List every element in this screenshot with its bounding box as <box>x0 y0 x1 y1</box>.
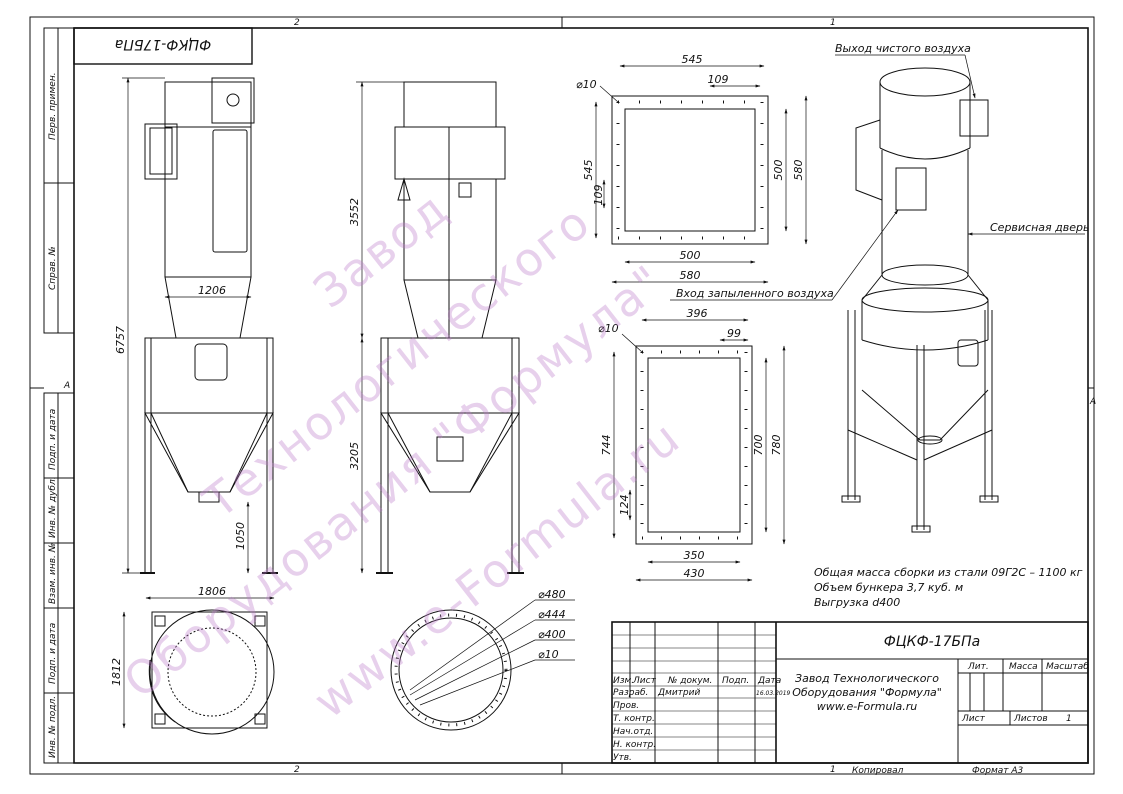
side-view <box>376 81 524 574</box>
watermark: Завод Технологического Оборудования "Фор… <box>114 181 691 729</box>
ring-flange <box>390 599 575 731</box>
tb-row-nach: Нач.отд. <box>613 727 653 737</box>
dim-total-height: 6757 <box>114 326 127 354</box>
tb-row-razrab: Разраб. <box>613 688 648 698</box>
flange-bottom-frame-w: 430 <box>684 567 705 580</box>
tb-listov: Листов <box>1013 714 1048 724</box>
tb-list: Лист <box>961 714 986 724</box>
flange-top-pitch: 109 <box>708 73 729 86</box>
iso-leaders <box>670 54 1085 301</box>
tb-company-2: Оборудования "Формула" <box>792 686 942 699</box>
flange-bottom-frame-h: 780 <box>770 435 783 456</box>
tb-col-list: Лист <box>632 676 657 686</box>
tb-listov-val: 1 <box>1066 714 1072 724</box>
flange-top-pitch-v: 109 <box>592 185 605 206</box>
side-label-7: Инв. № подл. <box>48 696 58 758</box>
callout-service-door: Сервисная дверь <box>990 221 1089 234</box>
side-label-1: Перв. примен. <box>48 72 58 140</box>
dim-plan-width: 1806 <box>198 585 226 598</box>
side-dims <box>356 81 404 574</box>
format-label: Формат А3 <box>972 766 1024 776</box>
stamp-box <box>73 27 253 65</box>
zone-top-right: 1 <box>830 18 836 28</box>
stamp-title: ФЦКФ-17БПа <box>115 36 212 52</box>
tb-razrab-date: 16.03.2019 <box>756 690 791 697</box>
note-volume: Объем бункера 3,7 куб. м <box>814 581 963 594</box>
plan-view <box>148 609 275 735</box>
front-dims <box>122 77 252 574</box>
flange-top-frame-w: 580 <box>680 269 701 282</box>
ring-d400: ⌀400 <box>538 628 566 641</box>
flange-top-frame-h: 580 <box>792 160 805 181</box>
flange-bottom-outer-h: 744 <box>600 435 613 456</box>
flange-top-dims <box>594 64 808 284</box>
tb-col-doc: № докум. <box>667 676 712 686</box>
dim-leg-height: 1050 <box>234 522 247 550</box>
tb-designation: ФЦКФ-17БПа <box>884 634 981 650</box>
ring-d10: ⌀10 <box>538 648 559 661</box>
zone-bottom-right: 1 <box>830 765 836 775</box>
ring-d480: ⌀480 <box>538 588 566 601</box>
zone-top-left: 2 <box>294 18 300 28</box>
side-label-5: Взам. инв. № <box>48 543 58 604</box>
plan-dims <box>122 596 275 729</box>
ring-d444: ⌀444 <box>538 608 566 621</box>
flange-bottom-inner-h: 700 <box>752 435 765 456</box>
callout-dusty-air: Вход запыленного воздуха <box>676 287 834 300</box>
isometric-view <box>841 67 999 533</box>
flange-top-inner-w: 500 <box>680 249 701 262</box>
flange-top-hole: ⌀10 <box>576 78 597 91</box>
flange-top-outer-w: 545 <box>682 53 703 66</box>
tb-masshtab: Масштаб <box>1046 662 1089 672</box>
tb-col-date: Дата <box>757 676 781 686</box>
tb-row-tkontr: Т. контр. <box>613 714 655 724</box>
flange-top <box>611 95 769 245</box>
note-mass: Общая масса сборки из стали 09Г2С – 1100… <box>814 566 1083 579</box>
dim-upper-height: 3552 <box>348 198 361 226</box>
flange-bottom-pitch-v: 124 <box>618 495 631 516</box>
zone-left: А <box>63 381 70 391</box>
tb-massa: Масса <box>1009 662 1038 672</box>
side-label-6: Подп. и дата <box>48 623 58 684</box>
tb-company-1: Завод Технологического <box>795 672 939 685</box>
flange-bottom <box>635 345 753 545</box>
flange-bottom-hole: ⌀10 <box>598 322 619 335</box>
note-discharge: Выгрузка d400 <box>814 596 900 609</box>
callout-clean-air: Выход чистого воздуха <box>835 42 971 55</box>
zone-right: А <box>1089 397 1096 407</box>
zone-bottom-left: 2 <box>294 765 300 775</box>
tb-row-nkontr: Н. контр. <box>613 740 656 750</box>
side-label-4: Инв. № дубл. <box>48 476 58 538</box>
tb-lit: Лит. <box>967 662 989 672</box>
tb-razrab-name: Дмитрий <box>657 688 700 698</box>
side-label-3: Подп. и дата <box>48 409 58 470</box>
tb-col-izm: Изм. <box>613 676 634 686</box>
tb-company-3: www.e-Formula.ru <box>817 700 918 713</box>
tb-row-utv: Утв. <box>613 753 632 763</box>
flange-bottom-pitch: 99 <box>727 327 741 340</box>
dim-plan-depth: 1812 <box>110 658 123 686</box>
side-strip <box>43 27 75 764</box>
dim-upper-width: 1206 <box>198 284 226 297</box>
flange-bottom-inner-w: 350 <box>684 549 705 562</box>
title-block <box>611 621 1089 764</box>
flange-bottom-dims <box>612 318 786 582</box>
dim-lower-height: 3205 <box>348 442 361 470</box>
flange-top-inner-h: 500 <box>772 160 785 181</box>
flange-top-outer-h: 545 <box>582 160 595 181</box>
copied-label: Копировал <box>852 766 904 776</box>
tb-row-prov: Пров. <box>613 701 639 711</box>
side-label-2: Справ. № <box>48 246 58 290</box>
flange-bottom-outer-w: 396 <box>687 307 708 320</box>
tb-col-sign: Подп. <box>722 676 749 686</box>
